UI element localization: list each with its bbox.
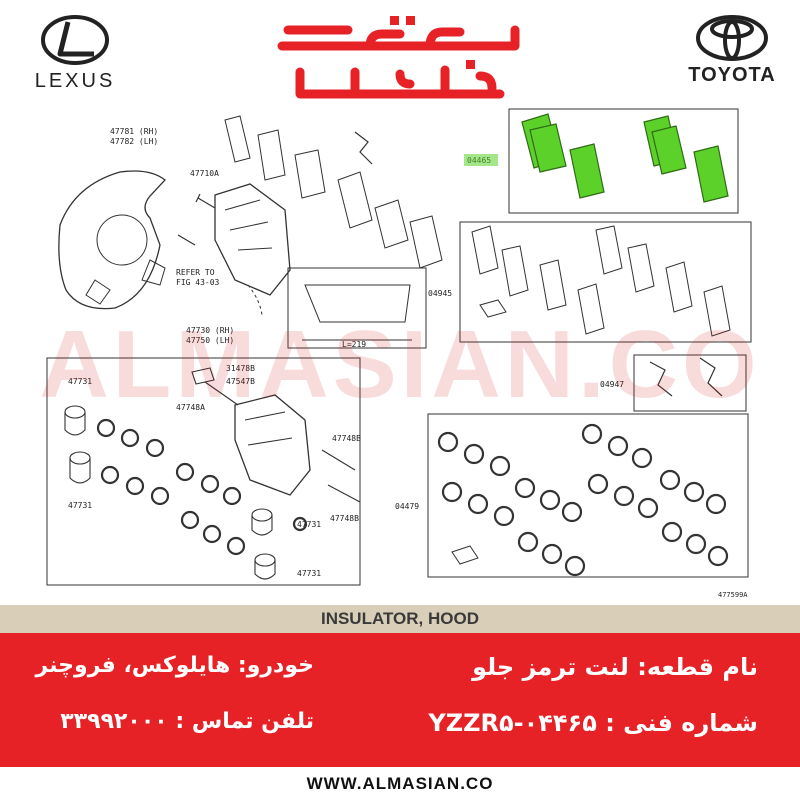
almasian-calligraphy-icon [277, 16, 520, 99]
label-47782: 47782 (LH) [110, 137, 158, 146]
part-name: نام قطعه: لنت ترمز جلو [472, 653, 758, 681]
label-47781: 47781 (RH) [110, 127, 158, 136]
technical-number: شماره فنی : ۰۴۴۶۵-YZZR۵ [428, 709, 758, 737]
brake-pad-highlight-4 [693, 145, 729, 203]
label-47731-4: 47731 [297, 569, 321, 578]
label-refer-to: REFER TO [176, 268, 215, 277]
label-fig: FIG 43-03 [176, 278, 220, 287]
label-04945: 04945 [428, 289, 452, 298]
seal-rings-group [96, 418, 308, 556]
pad-kit-box [459, 221, 752, 343]
bolt-icon [195, 193, 216, 209]
label-47730: 47730 (RH) [186, 326, 234, 335]
parts-diagram: 47781 (RH) 47782 (LH) 47710A REFER TO FI… [0, 100, 800, 605]
info-panel: نام قطعه: لنت ترمز جلو شماره فنی : ۰۴۴۶۵… [0, 633, 800, 767]
label-04479: 04479 [395, 502, 419, 511]
brand-mark [270, 12, 530, 100]
phone: تلفن تماس : ۳۳۹۹۲۰۰۰ [60, 709, 314, 734]
page-title: INSULATOR, HOOD [320, 609, 480, 628]
toyota-logo: TOYOTA [672, 14, 792, 94]
dust-shield-icon [58, 170, 166, 310]
highlighted-pads-box [508, 108, 739, 214]
lexus-logo: LEXUS [20, 14, 130, 94]
clip-kit-box [633, 354, 747, 412]
footer: WWW.ALMASIAN.CO [0, 767, 800, 800]
label-47731-2: 47731 [68, 501, 92, 510]
label-47748b-2: 47748B [330, 514, 359, 523]
label-length: L=219 [342, 340, 366, 349]
bolt-icon-2 [177, 234, 196, 246]
website-link[interactable]: WWW.ALMASIAN.CO [306, 773, 494, 793]
label-47750: 47750 (LH) [186, 336, 234, 345]
label-47731-3: 47731 [297, 520, 321, 529]
toyota-text: TOYOTA [688, 64, 776, 86]
label-04947: 04947 [600, 380, 624, 389]
caliper-kit-box [46, 357, 361, 586]
lower-caliper-icon [234, 394, 311, 496]
lexus-text: LEXUS [34, 70, 116, 92]
length-box [287, 267, 427, 349]
seal-kit-box [427, 413, 749, 578]
label-47731-1: 47731 [68, 377, 92, 386]
label-31478b: 31478B [226, 364, 255, 373]
caliper-icon [214, 183, 291, 296]
toyota-emblem-icon [696, 15, 768, 61]
brake-pad-highlight-2 [569, 143, 605, 199]
title-bar: INSULATOR, HOOD [0, 605, 800, 633]
label-47748a: 47748A [176, 403, 205, 412]
vehicle: خودرو: هایلوکس، فروچنر [35, 653, 314, 678]
label-fig-id: 477599A [718, 591, 748, 599]
lexus-emblem-icon [41, 15, 109, 65]
header: LEXUS [0, 0, 800, 100]
label-47710a: 47710A [190, 169, 219, 178]
seal-kit-rings-group [437, 423, 729, 577]
label-47547b: 47547B [226, 377, 255, 386]
label-47748b-1: 47748B [332, 434, 361, 443]
label-04465-highlight [464, 154, 498, 166]
